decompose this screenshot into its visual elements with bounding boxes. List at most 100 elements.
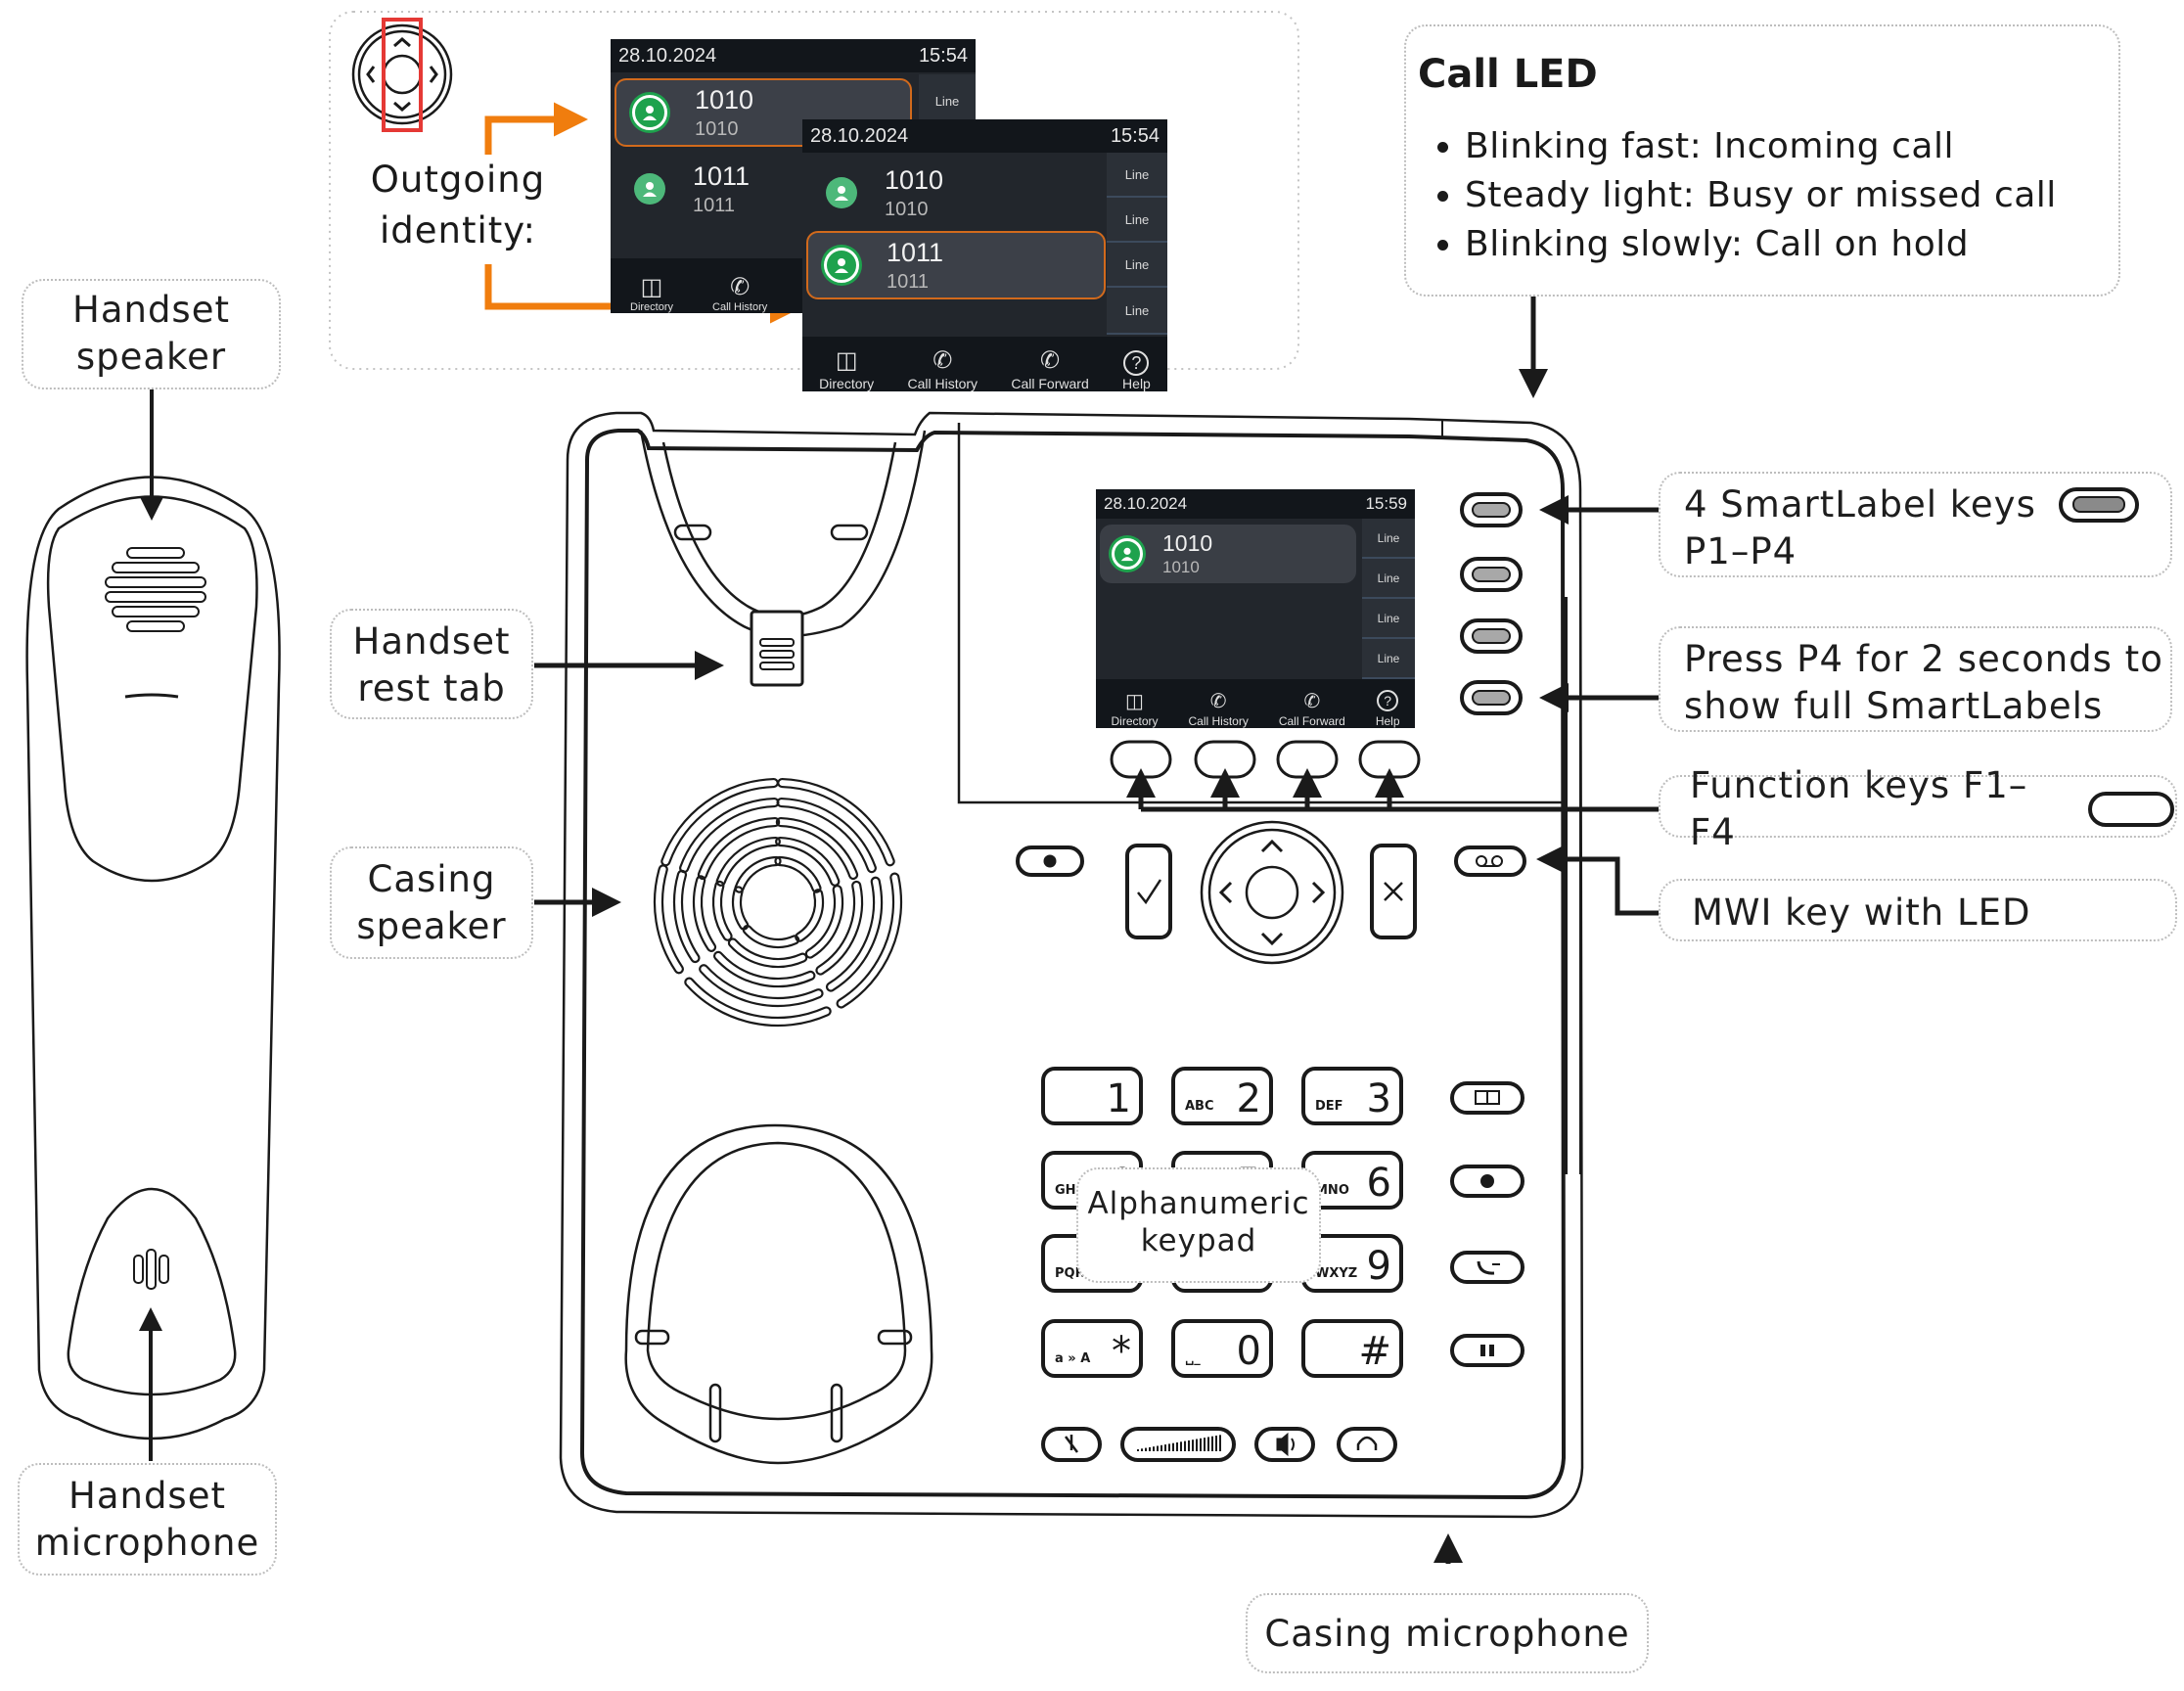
screen-time: 15:54 (918, 44, 968, 67)
entry-sub: 1010 (1162, 558, 1200, 576)
navigation-ring[interactable] (1200, 820, 1344, 965)
key-digit: 0 (1237, 1329, 1261, 1374)
bottom-keys (1041, 1427, 1397, 1462)
press-p4-callout: Press P4 for 2 seconds to show full Smar… (1659, 626, 2172, 732)
function-key-f2[interactable] (1194, 740, 1256, 779)
smartlabel-keys-callout: 4 SmartLabel keys P1–P4 (1659, 472, 2172, 577)
volume-bar (1172, 1442, 1174, 1451)
speaker-slot (776, 797, 877, 874)
dnd-key[interactable] (1016, 846, 1084, 877)
line-key-1[interactable]: Line (1362, 519, 1415, 559)
softkey-call-history[interactable]: ✆Call History (712, 274, 768, 313)
line-key-3[interactable]: Line (1362, 599, 1415, 639)
keypad-key-0[interactable]: 0␣_ (1171, 1319, 1273, 1378)
speaker-slot (697, 816, 781, 881)
mute-key[interactable] (1041, 1427, 1102, 1462)
keypad-key-1[interactable]: 1 (1041, 1067, 1143, 1125)
line-key-2[interactable]: Line (1107, 198, 1167, 243)
screen-after: 28.10.2024 15:54 Line Line Line Line 101… (802, 119, 1167, 391)
softkey-call-history[interactable]: ✆Call History (907, 347, 978, 391)
call-led-item: Blinking fast: Incoming call (1465, 122, 2118, 171)
handset-cradle (639, 430, 927, 638)
keypad-key-#[interactable]: # (1301, 1319, 1403, 1378)
volume-bar (1149, 1446, 1151, 1451)
outgoing-identity-label: Outgoing identity: (370, 159, 546, 251)
cancel-key[interactable] (1370, 844, 1417, 939)
function-key-f3[interactable] (1276, 740, 1339, 779)
speaker-slot (777, 777, 895, 867)
handset-speaker-callout: Handset speaker (22, 279, 281, 389)
directory-icon: ◫ (1125, 691, 1144, 712)
display-date: 28.10.2024 (1104, 494, 1188, 513)
volume-bar (1145, 1447, 1147, 1451)
line-key-1[interactable]: Line (1107, 153, 1167, 198)
mwi-key[interactable] (1454, 846, 1526, 877)
identity-entry-1010[interactable]: 1010 1010 (806, 159, 1100, 227)
phone-display: 28.10.2024 15:59 Line Line Line Line 101… (1096, 489, 1415, 728)
line-key-4[interactable]: Line (1362, 639, 1415, 679)
softkey-help[interactable]: ?Help (1376, 690, 1400, 728)
entry-number: 1011 (693, 160, 751, 191)
side-keys (1450, 1081, 1524, 1367)
smartlabel-key-p4[interactable] (1460, 680, 1523, 715)
volume-bar (1160, 1444, 1162, 1451)
speaker-slot (742, 925, 800, 949)
casing-speaker-callout: Casing speaker (330, 846, 533, 959)
volume-bar (1157, 1445, 1159, 1451)
identity-entry-1011[interactable]: 1011 1011 (614, 155, 912, 223)
volume-key[interactable] (1120, 1427, 1236, 1462)
key-letters: DEF (1315, 1099, 1343, 1114)
call-forward-icon: ✆ (1040, 347, 1061, 374)
settings-key[interactable] (1450, 1165, 1524, 1198)
line-key-3[interactable]: Line (1107, 243, 1167, 288)
line-key-2[interactable]: Line (1362, 559, 1415, 599)
softkey-call-forward[interactable]: ✆Call Forward (1278, 691, 1345, 728)
softkey-directory[interactable]: ◫Directory (630, 274, 674, 313)
softkey-help[interactable]: ?Help (1122, 350, 1151, 391)
entry-number: 1010 (885, 164, 944, 195)
function-key-f1[interactable] (1110, 740, 1172, 779)
function-key-f4[interactable] (1358, 740, 1421, 779)
softkey-call-history[interactable]: ✆Call History (1188, 691, 1249, 728)
speaker-key[interactable] (1254, 1427, 1315, 1462)
hold-key[interactable] (1450, 1334, 1524, 1367)
call-history-icon: ✆ (933, 347, 953, 374)
directory-key[interactable] (1450, 1081, 1524, 1115)
keypad-key-*[interactable]: *a » A (1041, 1319, 1143, 1378)
casing-speaker-grille (653, 777, 903, 1028)
call-history-icon: ✆ (730, 274, 751, 300)
softkey-directory[interactable]: ◫Directory (819, 347, 875, 391)
key-letters: a » A (1055, 1351, 1090, 1366)
smartlabel-key-p2[interactable] (1460, 557, 1523, 592)
redial-key[interactable] (1450, 1251, 1524, 1284)
headset-key[interactable] (1337, 1427, 1397, 1462)
smartlabel-key-icon (2058, 487, 2139, 523)
volume-bar (1192, 1440, 1194, 1451)
volume-bar (1211, 1436, 1213, 1451)
navigation-cluster (1016, 820, 1526, 965)
accept-key[interactable] (1125, 844, 1172, 939)
line-key-4[interactable]: Line (1107, 288, 1167, 335)
key-digit: 3 (1367, 1076, 1391, 1121)
identity-entry-1011[interactable]: 1011 1011 (806, 231, 1106, 299)
handset-rest-tab (750, 610, 804, 687)
handset (25, 476, 281, 1440)
call-history-icon: ✆ (1209, 691, 1227, 712)
speaker-slot (679, 797, 780, 874)
entry-sub: 1011 (693, 194, 736, 216)
contact-avatar-icon (634, 173, 665, 205)
function-keys-callout: Function keys F1–F4 (1659, 764, 2177, 853)
identity-entry-1010[interactable]: 1010 1010 (1100, 525, 1356, 583)
handset-rest-lower (624, 1123, 933, 1465)
contact-avatar-icon (824, 248, 859, 283)
softkey-directory[interactable]: ◫Directory (1111, 691, 1159, 728)
entry-number: 1011 (887, 237, 944, 267)
softkey-call-forward[interactable]: ✆Call Forward (1011, 347, 1089, 391)
volume-bar (1176, 1442, 1178, 1451)
key-digit: 1 (1107, 1076, 1131, 1121)
smartlabel-key-p3[interactable] (1460, 618, 1523, 654)
smartlabel-key-p1[interactable] (1460, 492, 1523, 527)
